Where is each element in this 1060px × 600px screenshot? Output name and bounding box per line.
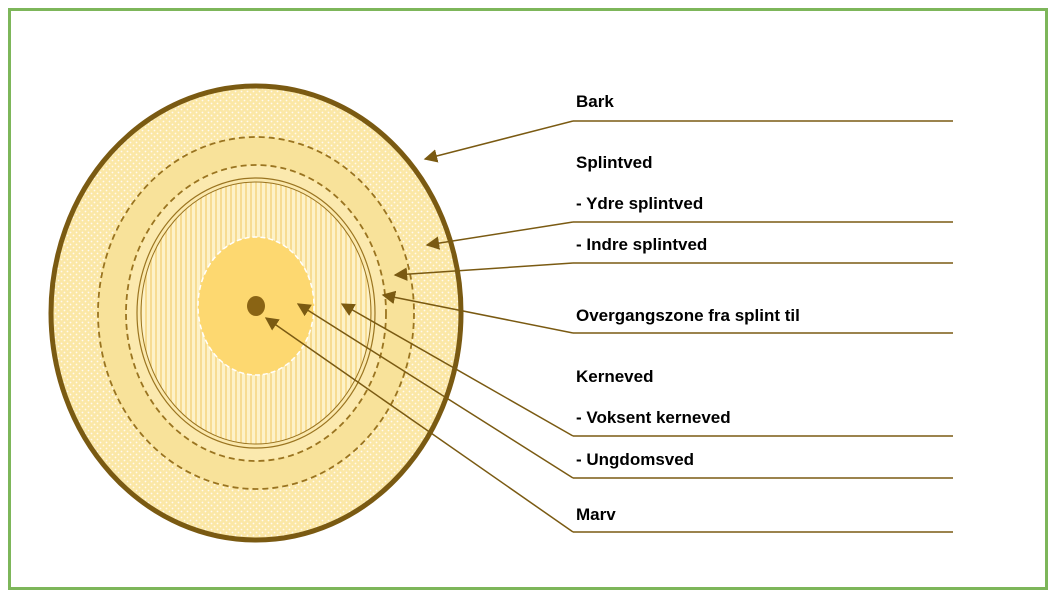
bark-leader-line [425, 121, 573, 159]
label-pith: Marv [576, 505, 616, 524]
label-bark: Bark [576, 92, 614, 111]
label-mature-heartwood: - Voksent kerneved [576, 408, 731, 427]
label-transition-zone: Overgangszone fra splint til [576, 306, 800, 325]
label-inner-sapwood: - Indre splintved [576, 235, 707, 254]
pith-dot [247, 296, 265, 316]
label-outer-sapwood: - Ydre splintved [576, 194, 703, 213]
label-juvenile-wood: - Ungdomsved [576, 450, 694, 469]
label-heartwood: Kerneved [576, 367, 653, 386]
label-sapwood: Splintved [576, 153, 653, 172]
